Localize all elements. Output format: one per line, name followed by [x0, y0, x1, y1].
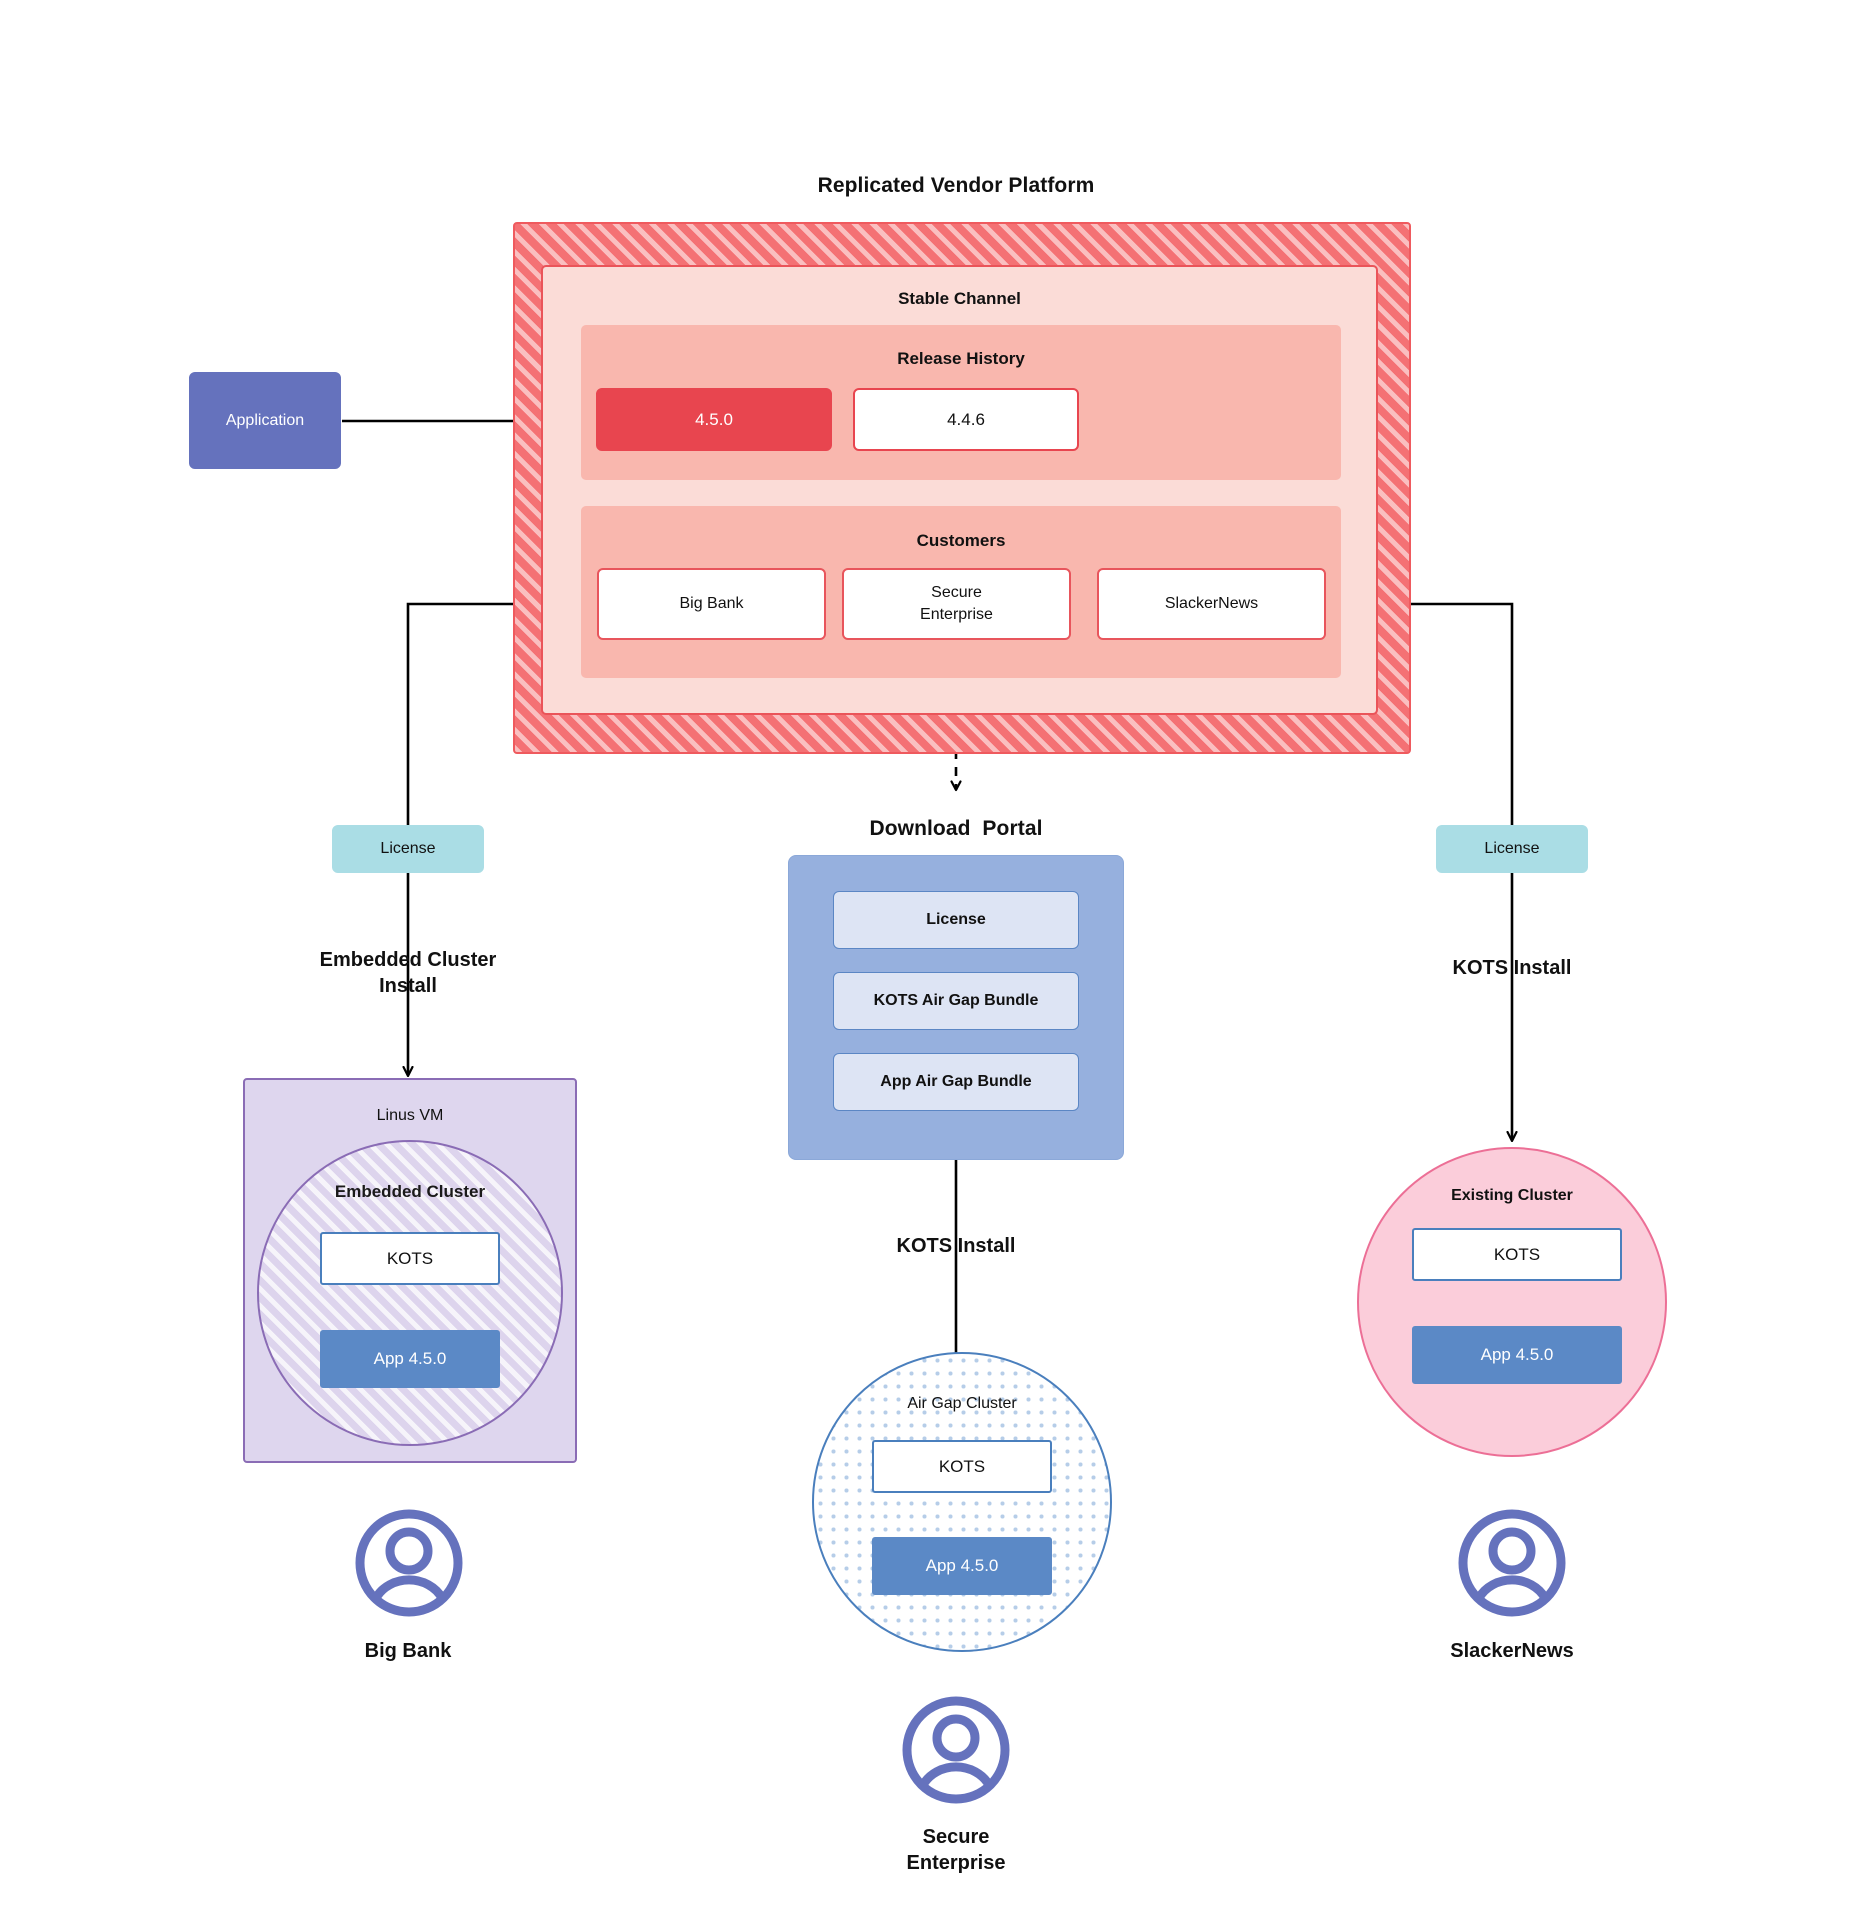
license-chip-right[interactable]: License: [1436, 825, 1588, 873]
portal-item-app-air-gap-bundle[interactable]: App Air Gap Bundle: [833, 1053, 1079, 1111]
release-item-current[interactable]: 4.5.0: [596, 388, 832, 451]
embedded-cluster-title: Embedded Cluster: [334, 1182, 486, 1201]
page-title: Replicated Vendor Platform: [817, 174, 1095, 197]
existing-cluster-circle: [1357, 1147, 1667, 1457]
air-gap-cluster-circle: [812, 1352, 1112, 1652]
install-label-embedded-cluster: Embedded Cluster Install: [319, 949, 497, 997]
portal-item-kots-air-gap-bundle[interactable]: KOTS Air Gap Bundle: [833, 972, 1079, 1030]
customer-label-secure-enterprise: Secure Enterprise: [906, 1826, 1006, 1874]
kots-box-existing[interactable]: KOTS: [1412, 1228, 1622, 1281]
customers-title: Customers: [916, 531, 1006, 550]
avatar-big-bank: [354, 1508, 464, 1623]
stable-channel-title: Stable Channel: [898, 289, 1021, 308]
embedded-cluster-circle: [257, 1140, 563, 1446]
customer-label-slackernews: SlackerNews: [1450, 1640, 1574, 1663]
release-history-title: Release History: [897, 349, 1025, 368]
customer-box-secure-enterprise[interactable]: Secure Enterprise: [842, 568, 1071, 640]
customer-label-big-bank: Big Bank: [364, 1640, 452, 1663]
download-portal-title: Download Portal: [869, 817, 1043, 840]
app-version-box-existing[interactable]: App 4.5.0: [1412, 1326, 1622, 1384]
license-chip-left[interactable]: License: [332, 825, 484, 873]
customer-box-big-bank[interactable]: Big Bank: [597, 568, 826, 640]
install-label-kots-middle: KOTS Install: [896, 1235, 1016, 1258]
linux-vm-title: Linus VM: [376, 1107, 444, 1124]
avatar-secure-enterprise: [901, 1695, 1011, 1810]
portal-item-license[interactable]: License: [833, 891, 1079, 949]
release-item-previous[interactable]: 4.4.6: [853, 388, 1079, 451]
app-version-box-embedded[interactable]: App 4.5.0: [320, 1330, 500, 1388]
app-version-box-airgap[interactable]: App 4.5.0: [872, 1537, 1052, 1595]
existing-cluster-title: Existing Cluster: [1451, 1187, 1573, 1204]
air-gap-cluster-title: Air Gap Cluster: [907, 1395, 1017, 1412]
customer-box-slackernews[interactable]: SlackerNews: [1097, 568, 1326, 640]
avatar-slackernews: [1457, 1508, 1567, 1623]
application-node[interactable]: Application: [189, 372, 341, 469]
kots-box-embedded[interactable]: KOTS: [320, 1232, 500, 1285]
kots-box-airgap[interactable]: KOTS: [872, 1440, 1052, 1493]
install-label-kots-right: KOTS Install: [1452, 957, 1572, 980]
